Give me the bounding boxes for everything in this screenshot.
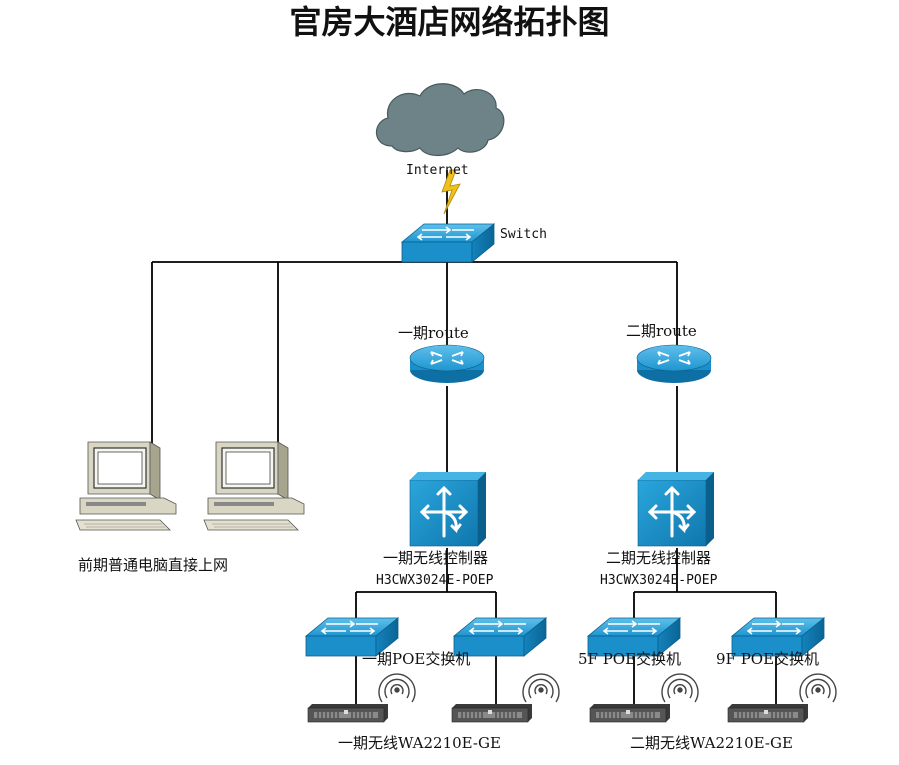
wireless-controller-2-icon [636, 470, 716, 548]
wireless-signal-icon [661, 673, 699, 703]
pc-group-label: 前期普通电脑直接上网 [78, 556, 229, 574]
poe-switch-1-label: 一期POE交换机 [362, 650, 471, 668]
router-2-icon [636, 344, 712, 384]
access-point-group-1-label: 一期无线WA2210E-GE [338, 734, 501, 752]
pc-1-icon [75, 441, 177, 531]
wireless-signal-icon [522, 673, 560, 703]
access-point-4-icon [727, 703, 809, 723]
access-point-2-icon [451, 703, 533, 723]
diagram-title: 官房大酒店网络拓扑图 [289, 3, 610, 41]
links [151, 170, 777, 710]
router-1-icon [409, 344, 485, 384]
wan-lightning-icon [441, 169, 461, 215]
poe-switch-5f-label: 5F POE交换机 [578, 650, 682, 668]
controller-2-model: H3CWX3024E-POEP [600, 573, 718, 588]
access-point-3-icon [589, 703, 671, 723]
wireless-controller-1-icon [408, 470, 488, 548]
router-2-label: 二期route [626, 322, 697, 340]
wireless-signal-icon [378, 673, 416, 703]
switch-label: Switch [500, 227, 547, 242]
internet-cloud-icon [375, 83, 505, 157]
router-1-label: 一期route [398, 324, 469, 342]
controller-1-name: 一期无线控制器 [383, 549, 489, 567]
wireless-signal-icon [799, 673, 837, 703]
pc-2-icon [203, 441, 305, 531]
poe-switch-9f-label: 9F POE交换机 [716, 650, 820, 668]
controller-2-name: 二期无线控制器 [606, 549, 712, 567]
internet-label: Internet [406, 163, 469, 178]
access-point-group-2-label: 二期无线WA2210E-GE [630, 734, 793, 752]
controller-1-model: H3CWX3024E-POEP [376, 573, 494, 588]
core-switch-icon [401, 223, 495, 263]
access-point-1-icon [307, 703, 389, 723]
